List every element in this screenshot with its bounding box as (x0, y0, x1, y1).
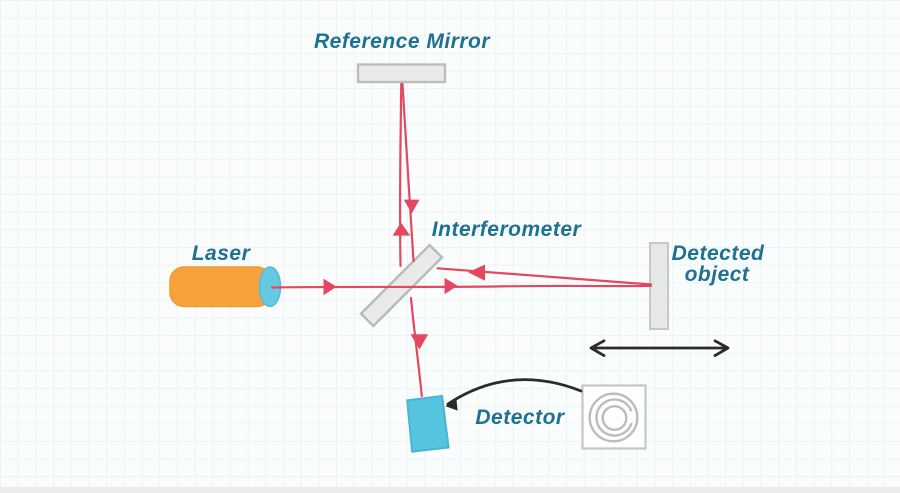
svg-text:Reference Mirror: Reference Mirror (314, 30, 491, 53)
svg-text:Laser: Laser (192, 242, 252, 265)
svg-text:Detected: Detected (672, 242, 765, 265)
svg-text:Detector: Detector (475, 406, 566, 429)
svg-text:Interferometer: Interferometer (432, 218, 583, 241)
svg-text:object: object (685, 263, 750, 286)
